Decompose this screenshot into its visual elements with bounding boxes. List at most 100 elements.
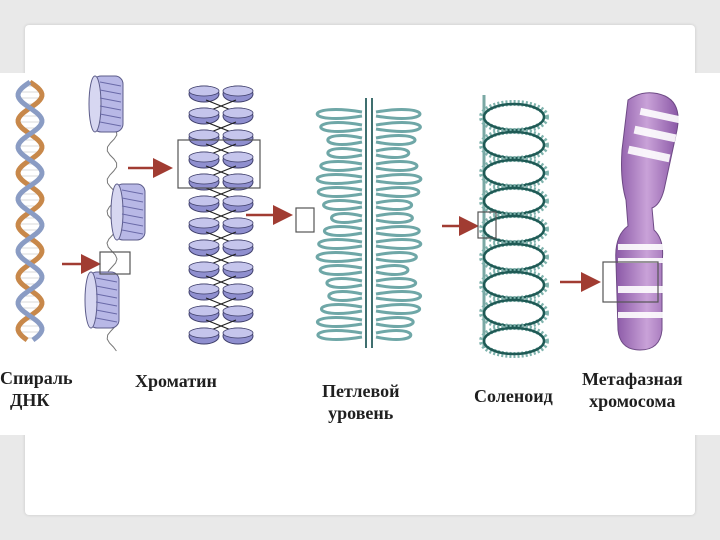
dna-strand-b — [15, 79, 45, 343]
label-metaphase-line1: Метафазная — [582, 369, 683, 389]
label-solenoid: Соленоид — [474, 385, 553, 407]
chromatin-loop-left — [319, 303, 363, 315]
chromatin-nucleosome-top — [188, 195, 220, 207]
chromatin-nucleosome-top — [222, 85, 254, 97]
chromatin-nucleosome-top — [188, 239, 220, 251]
label-dna-helix: Спираль ДНК — [0, 367, 73, 411]
solenoid-coil — [482, 158, 546, 188]
chromatin-nucleosome-top — [222, 261, 254, 273]
nucleosome-wrap — [95, 301, 118, 307]
chromatin-loop-right — [375, 160, 419, 172]
solenoid-highlight-box — [477, 211, 497, 239]
dna-helix — [15, 79, 45, 343]
chromatin-highlight-box — [177, 139, 261, 189]
nucleosome-cap — [88, 75, 102, 133]
chromatin-loop-right — [375, 303, 422, 315]
chromatin-loop-right — [375, 121, 422, 133]
label-metaphase-line2: хромосома — [589, 391, 676, 411]
chromatin-nucleosome-top — [188, 327, 220, 339]
chromatin-loop-left — [315, 173, 363, 185]
chromatin-nucleosome-top — [188, 283, 220, 295]
nucleosome-wrap — [99, 121, 122, 127]
chromatin-loop-right — [375, 186, 421, 198]
nucleosome-wrap — [95, 277, 118, 283]
loop-domain — [315, 98, 423, 348]
chromatin-loop-right — [375, 225, 421, 237]
chromatin-loop-right — [375, 173, 423, 185]
chromatin-loop-left — [330, 212, 363, 224]
nucleosome-highlight-box — [99, 251, 131, 275]
chromatin-loop-left — [316, 316, 363, 328]
chromatin-nucleosome-top — [222, 239, 254, 251]
chromatin-loop-left — [315, 251, 363, 263]
nucleosome-wrap — [121, 221, 144, 227]
label-chromatin: Хроматин — [135, 370, 217, 392]
chromatin-nucleosome-top — [188, 129, 220, 141]
chromatin-nucleosome-top — [188, 85, 220, 97]
chromatin-loop-left — [318, 264, 363, 276]
nucleosome-wrap — [95, 293, 118, 299]
nucleosome-wrap — [95, 317, 118, 323]
chromatin-loop-right — [375, 277, 418, 289]
nucleosome-wrap — [99, 81, 122, 87]
chromatin-loop-left — [317, 238, 363, 250]
chromatin-loop-right — [375, 238, 423, 250]
chromatin-loop-right — [375, 264, 410, 276]
nucleosome-wrap — [99, 105, 122, 111]
nucleosome-wrap — [121, 213, 144, 219]
label-dna-line1: Спираль — [0, 368, 73, 388]
chromatin-loop-right — [375, 316, 415, 328]
chromatin-nucleosome-top — [188, 173, 220, 185]
metaphase-chromosome — [602, 92, 681, 351]
solenoid-coil — [482, 270, 546, 300]
solenoid-coil — [482, 102, 546, 132]
chromatin-loop-right — [375, 134, 417, 146]
chromatin-loop-left — [327, 290, 363, 302]
label-chromatin-text: Хроматин — [135, 371, 217, 391]
label-loop-line2: уровень — [328, 403, 394, 423]
chromatin-loop-left — [322, 199, 363, 211]
loop-highlight-box — [295, 207, 315, 233]
nucleosome-wrap — [121, 205, 144, 211]
label-metaphase-chromosome: Метафазная хромосома — [582, 368, 683, 412]
chromatin-nucleosome-top — [222, 107, 254, 119]
solenoid-coil — [482, 130, 546, 160]
chromatin-nucleosome-top — [188, 107, 220, 119]
nucleosome-wrap — [95, 285, 118, 291]
chromatin-nucleosome-top — [188, 151, 220, 163]
chromatin-loop-left — [326, 134, 363, 146]
chromatin-fiber — [188, 85, 254, 345]
chromatin-loop-left — [316, 186, 363, 198]
chromatin-nucleosome-top — [188, 305, 220, 317]
solenoid-coil — [482, 242, 546, 272]
nucleosome-wrap — [95, 309, 118, 315]
label-loop-level: Петлевой уровень — [322, 380, 399, 424]
nucleosome-wrap — [99, 89, 122, 95]
nucleosome-wrap — [99, 97, 122, 103]
chromatin-nucleosome-top — [222, 129, 254, 141]
chromatin-loop-left — [325, 277, 363, 289]
chromatin-loop-left — [315, 108, 363, 120]
chromatin-loop-right — [375, 290, 422, 302]
nucleosome-wrap — [121, 229, 144, 235]
chromatin-loop-left — [322, 225, 363, 237]
chromatin-loop-right — [375, 199, 414, 211]
chromatin-nucleosome-top — [222, 283, 254, 295]
chromosome-highlight-box — [602, 261, 659, 303]
chromatin-loop-left — [316, 329, 363, 341]
chromatin-loop-left — [319, 121, 363, 133]
nucleosome-fiber — [84, 75, 146, 352]
nucleosome-cap — [110, 183, 124, 241]
chromatin-loop-left — [326, 147, 363, 159]
nucleosome-wrap — [121, 189, 144, 195]
label-solenoid-text: Соленоид — [474, 386, 553, 406]
chromatin-nucleosome-top — [222, 327, 254, 339]
chromatin-nucleosome-top — [222, 151, 254, 163]
solenoid-coil — [482, 326, 546, 356]
label-loop-line1: Петлевой — [322, 381, 400, 401]
chromatin-nucleosome-top — [222, 195, 254, 207]
chromatin-loop-left — [319, 160, 363, 172]
nucleosome-wrap — [99, 113, 122, 119]
solenoid-coil — [482, 298, 546, 328]
